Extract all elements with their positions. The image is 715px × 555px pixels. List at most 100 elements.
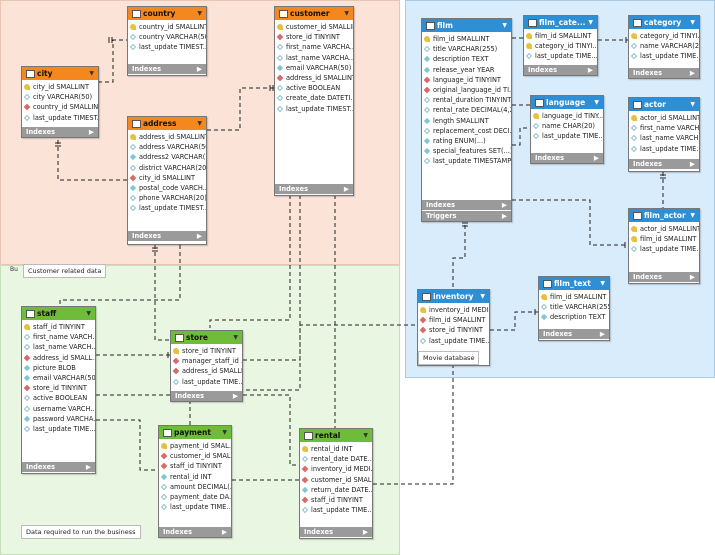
column-row[interactable]: special_features SET(...) — [422, 146, 511, 156]
table-header[interactable]: film_actor▼ — [629, 209, 699, 222]
collapse-icon[interactable]: ▼ — [363, 432, 368, 439]
column-row[interactable]: rental_id INT — [300, 444, 372, 454]
column-row[interactable]: phone VARCHAR(20) — [128, 193, 206, 203]
column-row[interactable]: district VARCHAR(20) — [128, 163, 206, 173]
indexes-section[interactable]: Indexes▶ — [422, 200, 511, 210]
column-row[interactable]: title VARCHAR(255) — [539, 302, 609, 312]
column-row[interactable]: store_id TINYINT — [275, 32, 353, 42]
column-row[interactable]: city_id SMALLINT — [22, 82, 98, 92]
expand-arrow-icon[interactable]: ▶ — [501, 201, 507, 209]
column-row[interactable]: store_id TINYINT — [22, 383, 95, 393]
table-film-text[interactable]: film_text▼ film_id SMALLINT title VARCHA… — [538, 276, 610, 341]
column-row[interactable]: film_id SMALLINT — [629, 234, 699, 244]
column-row[interactable]: country_id SMALLINT — [128, 22, 206, 32]
expand-arrow-icon[interactable]: ▶ — [587, 66, 593, 74]
table-header[interactable]: language▼ — [531, 96, 603, 109]
collapse-icon[interactable]: ▼ — [344, 10, 349, 17]
column-row[interactable]: staff_id TINYINT — [300, 495, 372, 505]
column-row[interactable]: last_update TIME... — [531, 131, 603, 141]
table-language[interactable]: language▼ language_id TINY... name CHAR(… — [530, 95, 604, 164]
column-row[interactable]: last_update TIME... — [629, 51, 699, 61]
column-row[interactable]: amount DECIMAL(... — [159, 482, 231, 492]
column-row[interactable]: film_id SMALLINT — [422, 34, 511, 44]
table-rental[interactable]: rental▼ rental_id INT rental_date DATE..… — [299, 428, 373, 539]
expand-arrow-icon[interactable]: ▶ — [88, 128, 94, 136]
column-row[interactable]: last_update TIME... — [22, 424, 95, 434]
table-city[interactable]: city▼ city_id SMALLINT city VARCHAR(50) … — [21, 66, 99, 138]
column-row[interactable]: store_id TINYINT — [171, 346, 242, 356]
table-header[interactable]: actor▼ — [629, 98, 699, 111]
column-row[interactable]: country_id SMALLINT — [22, 102, 98, 112]
column-row[interactable]: return_date DATE... — [300, 485, 372, 495]
column-row[interactable]: customer_id SMALLINT — [275, 22, 353, 32]
column-row[interactable]: first_name VARCHA... — [275, 42, 353, 52]
table-header[interactable]: film▼ — [422, 19, 511, 32]
indexes-section[interactable]: Indexes▶ — [539, 329, 609, 339]
column-row[interactable]: length SMALLINT — [422, 116, 511, 126]
column-row[interactable]: address_id SMALLINT — [275, 73, 353, 83]
expand-arrow-icon[interactable]: ▶ — [343, 185, 349, 193]
expand-arrow-icon[interactable]: ▶ — [221, 528, 227, 536]
column-row[interactable]: rental_id INT — [159, 472, 231, 482]
column-row[interactable]: last_update TIME... — [159, 502, 231, 512]
table-country[interactable]: country▼ country_id SMALLINT country VAR… — [127, 6, 207, 76]
column-row[interactable]: film_id SMALLINT — [418, 315, 489, 325]
column-row[interactable]: staff_id TINYINT — [22, 322, 95, 332]
indexes-section[interactable]: Indexes▶ — [159, 527, 231, 537]
indexes-section[interactable]: Indexes▶ — [171, 391, 242, 401]
column-row[interactable]: last_update TIME... — [171, 377, 242, 387]
expand-arrow-icon[interactable]: ▶ — [593, 154, 599, 162]
column-row[interactable]: postal_code VARCH... — [128, 183, 206, 193]
column-row[interactable]: address VARCHAR(50) — [128, 142, 206, 152]
table-header[interactable]: store▼ — [171, 331, 242, 344]
expand-arrow-icon[interactable]: ▶ — [85, 463, 91, 471]
column-row[interactable]: last_update TIMESTAMP — [422, 156, 511, 166]
table-payment[interactable]: payment▼ payment_id SMAL... customer_id … — [158, 425, 232, 538]
column-row[interactable]: last_update TIME... — [629, 244, 699, 254]
collapse-icon[interactable]: ▼ — [89, 70, 94, 77]
column-row[interactable]: original_language_id TI... — [422, 85, 511, 95]
table-header[interactable]: film_cate...▼ — [524, 16, 597, 29]
column-row[interactable]: name CHAR(20) — [531, 121, 603, 131]
column-row[interactable]: release_year YEAR — [422, 65, 511, 75]
column-row[interactable]: category_id TINYI... — [524, 41, 597, 51]
column-row[interactable]: address_id SMALLINT — [128, 132, 206, 142]
column-row[interactable]: customer_id SMAL... — [300, 475, 372, 485]
column-row[interactable]: last_update TIMEST... — [128, 42, 206, 52]
column-row[interactable]: rental_date DATE... — [300, 454, 372, 464]
column-row[interactable]: address2 VARCHAR(... — [128, 152, 206, 162]
column-row[interactable]: rental_duration TINYINT — [422, 95, 511, 105]
expand-arrow-icon[interactable]: ▶ — [196, 65, 202, 73]
expand-arrow-icon[interactable]: ▶ — [362, 528, 368, 536]
expand-arrow-icon[interactable]: ▶ — [196, 232, 202, 240]
table-header[interactable]: inventory▼ — [418, 290, 489, 303]
table-store[interactable]: store▼ store_id TINYINT manager_staff_id… — [170, 330, 243, 402]
column-row[interactable]: replacement_cost DECI... — [422, 126, 511, 136]
column-row[interactable]: last_update TIME... — [524, 51, 597, 61]
column-row[interactable]: rating ENUM(...) — [422, 136, 511, 146]
column-row[interactable]: create_date DATETI... — [275, 93, 353, 103]
collapse-icon[interactable]: ▼ — [690, 212, 695, 219]
indexes-section[interactable]: Indexes▶ — [629, 272, 699, 282]
collapse-icon[interactable]: ▼ — [222, 429, 227, 436]
column-row[interactable]: customer_id SMAL... — [159, 451, 231, 461]
column-row[interactable]: language_id TINYINT — [422, 75, 511, 85]
table-header[interactable]: payment▼ — [159, 426, 231, 439]
indexes-section[interactable]: Indexes▶ — [22, 127, 98, 137]
collapse-icon[interactable]: ▼ — [690, 19, 695, 26]
indexes-section[interactable]: Indexes▶ — [275, 184, 353, 194]
column-row[interactable]: email VARCHAR(50) — [275, 63, 353, 73]
table-film-actor[interactable]: film_actor▼ actor_id SMALLINT film_id SM… — [628, 208, 700, 284]
table-header[interactable]: country▼ — [128, 7, 206, 20]
column-row[interactable]: payment_date DA... — [159, 492, 231, 502]
column-row[interactable]: title VARCHAR(255) — [422, 44, 511, 54]
table-header[interactable]: address▼ — [128, 117, 206, 130]
expand-arrow-icon[interactable]: ▶ — [232, 392, 238, 400]
collapse-icon[interactable]: ▼ — [233, 334, 238, 341]
collapse-icon[interactable]: ▼ — [86, 310, 91, 317]
column-row[interactable]: username VARCH... — [22, 404, 95, 414]
column-row[interactable]: film_id SMALLINT — [539, 292, 609, 302]
column-row[interactable]: language_id TINY... — [531, 111, 603, 121]
column-row[interactable]: inventory_id MEDI... — [418, 305, 489, 315]
column-row[interactable]: description TEXT — [422, 54, 511, 64]
